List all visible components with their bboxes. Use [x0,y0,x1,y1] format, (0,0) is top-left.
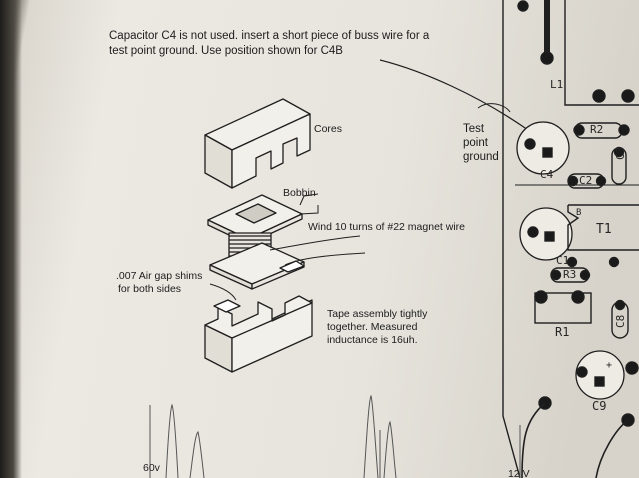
ref-r1: R1 [555,325,570,339]
note-line-1: Capacitor C4 is not used. insert a short… [109,30,430,42]
label-60v: 60v [143,462,160,474]
ref-t1: T1 [596,222,612,237]
ref-c4: C4 [540,168,554,181]
ref-c2: C2 [579,174,593,187]
label-tape-1: Tape assembly tightly [327,308,428,320]
ref-r3: R3 [563,268,577,281]
note-line-2: test point ground. Use position shown fo… [109,45,343,57]
ref-b: B [576,208,582,218]
label-bobbin: Bobbin [283,187,316,199]
label-12v: 12 V [508,468,530,478]
label-test: Test [463,123,485,135]
bottom-core [204,295,313,373]
label-cores: Cores [314,123,343,135]
ref-l1: L1 [550,78,564,91]
top-core [204,98,311,189]
ref-c3: C3 [614,146,627,160]
ref-r2: R2 [590,123,604,136]
waveform-fragment [149,394,521,478]
label-shims-2: for both sides [118,283,182,295]
paper-shadow-edge [0,0,22,478]
label-wind: Wind 10 turns of #22 magnet wire [308,221,465,233]
label-shims-1: .007 Air gap shims [116,270,203,282]
leader-lines [209,59,536,301]
label-ground: ground [463,151,499,163]
pcb-layout [502,0,639,478]
ref-c1: C1 [556,254,570,267]
bobbin [207,194,305,290]
label-tape-2: together. Measured [327,321,418,333]
ref-c8: C8 [614,314,627,328]
c9-plus-mark: + [606,360,613,371]
label-point: point [463,137,488,149]
ref-c9: C9 [592,399,607,413]
label-tape-3: inductance is 16uh. [327,334,418,346]
